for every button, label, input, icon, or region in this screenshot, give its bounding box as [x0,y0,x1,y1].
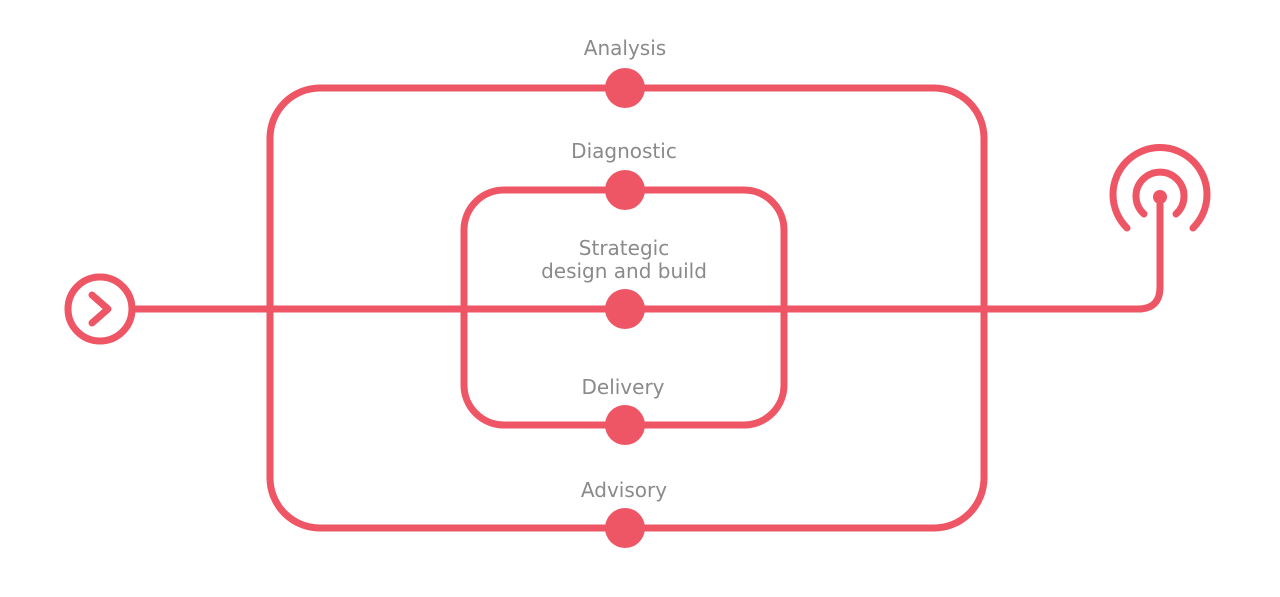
delivery-label: Delivery [581,376,664,399]
strategic-node [605,289,645,329]
strategic-label: Strategic design and build [541,237,707,283]
broadcast-icon [1109,144,1211,232]
strategic-label-line-1: Strategic [578,236,670,260]
strategic-label-line-2: design and build [541,259,707,283]
delivery-label-text: Delivery [581,375,665,399]
diagnostic-label: Diagnostic [571,140,677,163]
diagnostic-label-text: Diagnostic [571,139,677,163]
analysis-node [605,68,645,108]
advisory-label-text: Advisory [580,478,668,502]
analysis-label: Analysis [584,37,666,60]
advisory-node [605,508,645,548]
main-path [128,193,1164,313]
analysis-label-text: Analysis [583,36,667,60]
chevron-right-icon [64,273,136,345]
diagnostic-node [605,170,645,210]
delivery-node [605,405,645,445]
advisory-label: Advisory [581,479,667,502]
